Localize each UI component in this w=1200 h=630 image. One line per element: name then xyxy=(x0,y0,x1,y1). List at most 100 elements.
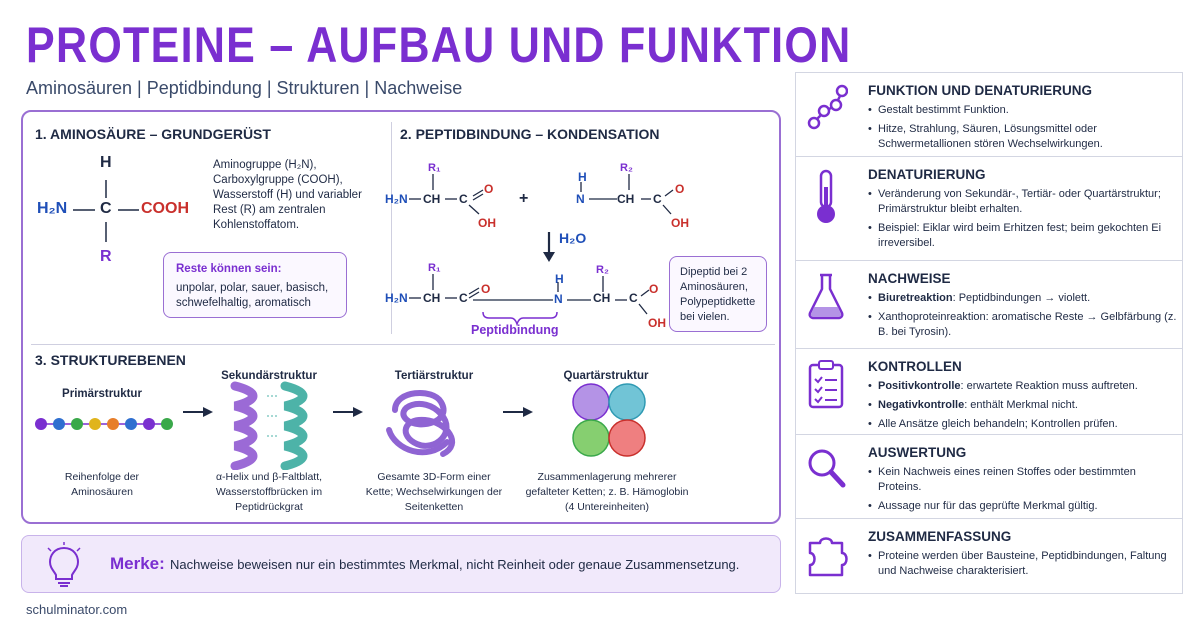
amino-acid-description: Aminogruppe (H₂N), Carboxylgruppe (COOH)… xyxy=(213,159,362,231)
sidebar-nachweise-bold: Biuretreaktion xyxy=(878,292,953,304)
prod-o2: O xyxy=(649,282,659,296)
prod-c1: C xyxy=(459,291,468,305)
magnifier-icon xyxy=(808,449,846,488)
footer-brand: schulminator.com xyxy=(26,602,128,617)
peptide-bond-label: Peptidbindung xyxy=(471,323,559,337)
sidebar: FUNKTION UND DENATURIERUNG Gestalt besti… xyxy=(795,72,1183,594)
mol2-h: H xyxy=(578,170,587,184)
prod-ch1: CH xyxy=(423,291,441,305)
plus-sign: + xyxy=(519,190,529,207)
peptide-bonds xyxy=(409,174,674,327)
lightbulb-icon xyxy=(47,542,81,587)
aa-bead-5 xyxy=(107,418,119,430)
water-label: H₂O xyxy=(559,230,587,246)
stage-desc-primary: Reihenfolge der Aminosäuren xyxy=(64,471,140,498)
sidebar-section-kontrollen: KONTROLLEN Positivkontrolle: erwartete R… xyxy=(796,349,1182,435)
dipeptide-box: Dipeptid bei 2 Aminosäuren, Polypeptidke… xyxy=(669,256,767,332)
alpha-helix-graphic xyxy=(230,381,258,470)
aa-bead-7 xyxy=(143,418,155,430)
rests-box-title: Reste können sein: xyxy=(176,263,282,275)
flask-icon xyxy=(808,273,844,320)
merke-box: Merke: Nachweise beweisen nur ein bestim… xyxy=(21,535,781,593)
mol1-oh: OH xyxy=(478,216,496,230)
mol2-ch: CH xyxy=(617,192,635,206)
mol1-o: O xyxy=(484,182,494,196)
sidebar-kontrollen-item: Alle Ansätze gleich behandeln; Kontrolle… xyxy=(868,417,1178,432)
section1-heading: 1. AMINOSÄURE – GRUNDGERÜST xyxy=(35,126,271,142)
sidebar-title-auswertung: AUSWERTUNG xyxy=(868,445,967,460)
sidebar-nachweise-text: : Peptidbindungen → violett. xyxy=(952,292,1091,304)
central-carbon: C xyxy=(100,200,112,217)
sidebar-title-denaturierung: DENATURIERUNG xyxy=(868,167,986,182)
arrow-3 xyxy=(503,407,533,417)
mol1-r1: R₁ xyxy=(428,162,441,174)
arrow-2 xyxy=(333,407,363,417)
page-subtitle: Aminosäuren | Peptidbindung | Strukturen… xyxy=(26,78,463,98)
prod-o1: O xyxy=(481,282,491,296)
merke-label: Merke: xyxy=(110,554,165,573)
prod-h: H xyxy=(555,272,564,286)
sidebar-kontrollen-text: : enthält Merkmal nicht. xyxy=(964,399,1078,411)
arrow-1 xyxy=(183,407,213,417)
prod-amino: H₂N xyxy=(385,291,408,305)
page-title: PROTEINE – AUFBAU UND FUNKTION xyxy=(26,17,852,73)
mol2-o: O xyxy=(675,182,685,196)
quaternary-graphic xyxy=(572,383,646,457)
sidebar-nachweise-item: Biuretreaktion: Peptidbindungen → violet… xyxy=(868,291,1178,306)
sidebar-section-funktion: FUNKTION UND DENATURIERUNG Gestalt besti… xyxy=(796,73,1182,157)
divider-horizontal xyxy=(31,344,775,345)
divider-vertical xyxy=(391,122,392,334)
sidebar-title-zusammenfassung: ZUSAMMENFASSUNG xyxy=(868,529,1012,544)
sidebar-kontrollen-text: : erwartete Reaktion muss auftreten. xyxy=(960,380,1138,392)
mol1-amino: H₂N xyxy=(385,192,408,206)
section3-heading: 3. STRUKTUREBENEN xyxy=(35,352,186,368)
aa-bead-4 xyxy=(89,418,101,430)
stage-title-primary: Primärstruktur xyxy=(62,388,142,400)
sidebar-kontrollen-bold: Negativkontrolle xyxy=(878,399,965,411)
sidebar-zusammenfassung-item: Proteine werden über Bausteine, Peptidbi… xyxy=(868,549,1178,579)
aa-bead-2 xyxy=(53,418,65,430)
molecule-chain-icon xyxy=(807,84,848,130)
sidebar-kontrollen-item: Negativkontrolle: enthält Merkmal nicht. xyxy=(868,398,1178,413)
prod-ch2: CH xyxy=(593,291,611,305)
aa-bead-8 xyxy=(161,418,173,430)
mol1-c: C xyxy=(459,192,468,206)
thermometer-icon xyxy=(817,169,835,223)
amino-acid-bonds xyxy=(73,180,139,242)
aa-bead-3 xyxy=(71,418,83,430)
amino-group: H₂N xyxy=(37,200,68,217)
sidebar-auswertung-item: Aussage nur für das geprüfte Merkmal gül… xyxy=(868,499,1178,514)
dipeptide-text: Dipeptid bei 2 Aminosäuren, Polypeptidke… xyxy=(680,266,756,323)
structure-levels-graphics xyxy=(35,381,646,470)
mol2-n: N xyxy=(576,192,585,206)
prod-n: N xyxy=(554,292,563,306)
aa-bead-1 xyxy=(35,418,47,430)
sidebar-section-auswertung: AUSWERTUNG Kein Nachweis eines reinen St… xyxy=(796,435,1182,519)
mol1-ch: CH xyxy=(423,192,441,206)
beta-sheet-graphic xyxy=(267,381,308,470)
sidebar-denaturierung-item: Beispiel: Eiklar wird beim Erhitzen fest… xyxy=(868,221,1178,251)
sidebar-title-kontrollen: KONTROLLEN xyxy=(868,359,962,374)
main-panel: 1. AMINOSÄURE – GRUNDGERÜST H H₂N C COOH… xyxy=(21,110,781,524)
tertiary-fold-graphic xyxy=(386,389,456,457)
sidebar-nachweise-item: Xanthoproteinreaktion: aromatische Reste… xyxy=(868,310,1178,340)
clipboard-checklist-icon xyxy=(808,360,844,409)
sidebar-funktion-item: Gestalt bestimmt Funktion. xyxy=(868,103,1178,118)
mol2-oh: OH xyxy=(671,216,689,230)
stage-title-quaternary: Quartärstruktur xyxy=(563,370,649,382)
carboxyl-group: COOH xyxy=(141,200,189,217)
stage-desc-tertiary: Gesamte 3D-Form einer Kette; Wechselwirk… xyxy=(365,471,503,513)
sidebar-section-denaturierung: DENATURIERUNG Veränderung von Sekundär-,… xyxy=(796,157,1182,261)
sidebar-denaturierung-item: Veränderung von Sekundär-, Tertiär- oder… xyxy=(868,187,1178,217)
merke-text: Nachweise beweisen nur ein bestimmtes Me… xyxy=(170,557,740,572)
sidebar-section-zusammenfassung: ZUSAMMENFASSUNG Proteine werden über Bau… xyxy=(796,519,1182,593)
prod-oh: OH xyxy=(648,316,666,330)
stage-title-tertiary: Tertiärstruktur xyxy=(394,370,474,382)
sidebar-auswertung-item: Kein Nachweis eines reinen Stoffes oder … xyxy=(868,465,1178,495)
sidebar-kontrollen-item: Positivkontrolle: erwartete Reaktion mus… xyxy=(868,379,1178,394)
mol2-c: C xyxy=(653,192,662,206)
stage-title-secondary: Sekundärstruktur xyxy=(221,370,317,382)
stage-desc-secondary: α-Helix und β-Faltblatt, Wasserstoffbrüc… xyxy=(215,471,323,513)
prod-r1: R₁ xyxy=(428,262,441,274)
section2-heading: 2. PEPTIDBINDUNG – KONDENSATION xyxy=(400,126,660,142)
